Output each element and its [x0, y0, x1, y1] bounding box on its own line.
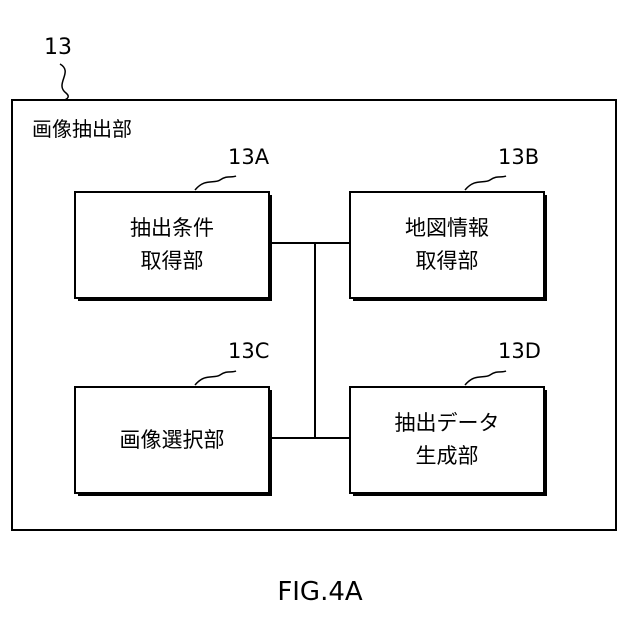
block-13c: 13C 画像選択部 — [75, 339, 272, 496]
block-leader-line — [465, 371, 506, 385]
block-reference-label: 13B — [498, 145, 539, 169]
block-leader-line — [195, 371, 236, 385]
block-label-line-1: 画像選択部 — [120, 428, 225, 452]
block-leader-line — [465, 176, 506, 190]
block-label-line-2: 取得部 — [141, 249, 204, 273]
figure-caption: FIG.4A — [277, 577, 363, 607]
block-leader-line — [195, 176, 236, 190]
block-13d: 13D 抽出データ 生成部 — [350, 339, 547, 496]
block-box — [75, 192, 269, 298]
block-label-line-2: 取得部 — [416, 249, 479, 273]
block-box — [350, 387, 544, 493]
outer-title: 画像抽出部 — [32, 117, 132, 141]
block-label-line-1: 抽出データ — [395, 411, 500, 435]
block-13b: 13B 地図情報 取得部 — [350, 145, 547, 301]
outer-reference-label: 13 — [44, 35, 72, 60]
block-label-line-1: 抽出条件 — [130, 216, 214, 240]
block-reference-label: 13C — [228, 339, 269, 363]
block-reference-label: 13D — [498, 339, 541, 363]
block-label-line-2: 生成部 — [416, 444, 479, 468]
block-reference-label: 13A — [228, 145, 270, 169]
outer-leader-line — [60, 64, 68, 100]
block-13a: 13A 抽出条件 取得部 — [75, 145, 272, 301]
connection-bus — [272, 243, 350, 438]
block-label-line-1: 地図情報 — [405, 216, 489, 240]
block-box — [350, 192, 544, 298]
